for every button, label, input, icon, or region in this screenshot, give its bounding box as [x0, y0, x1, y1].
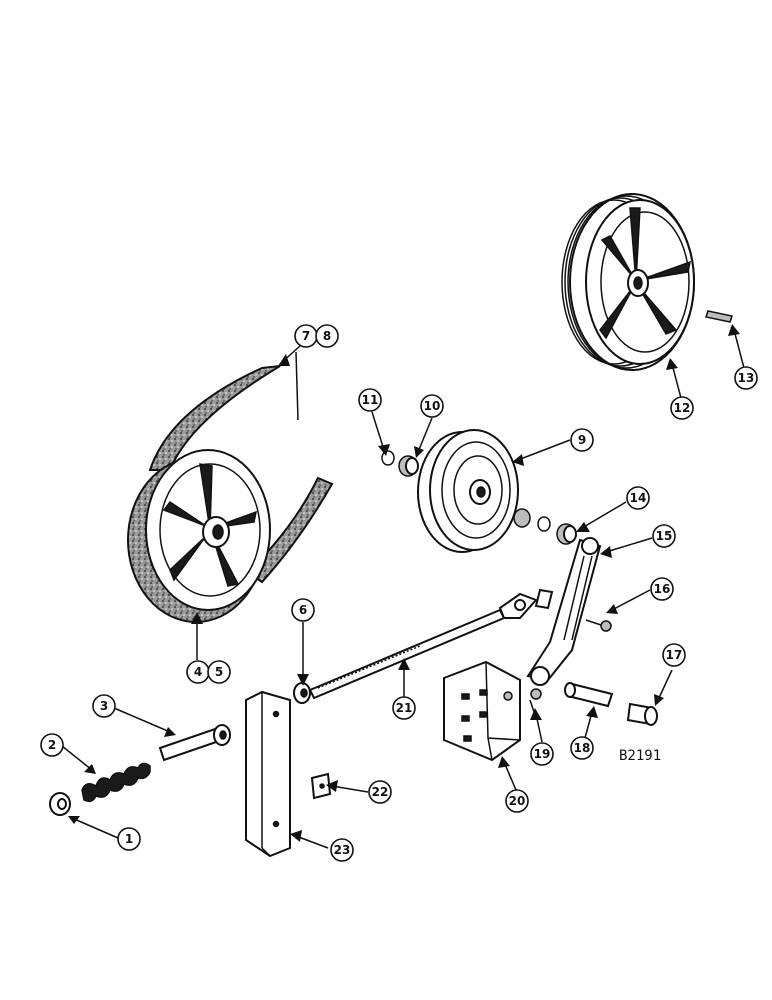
svg-text:13: 13 [738, 371, 755, 385]
svg-text:3: 3 [100, 699, 108, 713]
svg-text:6: 6 [299, 603, 307, 617]
svg-text:18: 18 [574, 741, 591, 755]
spring-pin [158, 724, 231, 762]
adjusting-nut [293, 682, 311, 704]
svg-text:1: 1 [125, 832, 133, 846]
main-drive-pulley [127, 449, 271, 623]
svg-text:9: 9 [578, 433, 586, 447]
tension-arm [526, 537, 602, 686]
svg-text:16: 16 [654, 582, 671, 596]
callout-19: 19 [530, 742, 554, 766]
figure-code: B2191 [619, 748, 661, 764]
callout-23: 23 [330, 838, 354, 862]
callout-16: 16 [650, 577, 674, 601]
svg-text:15: 15 [656, 529, 673, 543]
compression-spring [81, 762, 151, 803]
small-bolt [529, 688, 542, 713]
callout-7: 7 [294, 324, 318, 348]
tension-rod [308, 592, 538, 700]
key [705, 310, 733, 323]
svg-text:7: 7 [302, 329, 310, 343]
callout-5: 5 [207, 660, 231, 684]
bushing-right [513, 508, 531, 528]
callout-4: 4 [186, 660, 210, 684]
snap-ring-right [537, 516, 551, 532]
washer [49, 792, 71, 816]
callout-18: 18 [570, 736, 594, 760]
callout-12: 12 [670, 396, 694, 420]
idler-pulley [417, 429, 519, 553]
leader-lines [61, 324, 745, 849]
svg-text:23: 23 [334, 843, 351, 857]
bolt [585, 619, 612, 632]
callout-14: 14 [626, 486, 650, 510]
bushing-left [398, 455, 419, 477]
svg-text:4: 4 [194, 665, 202, 679]
pivot-sleeve [626, 702, 658, 726]
svg-text:8: 8 [323, 329, 331, 343]
callout-10: 10 [420, 394, 444, 418]
svg-text:11: 11 [362, 393, 379, 407]
callout-15: 15 [652, 524, 676, 548]
support-channel [245, 690, 291, 858]
callout-11: 11 [358, 388, 382, 412]
large-grooved-pulley [561, 193, 695, 371]
wear-plate [310, 772, 332, 800]
callout-6: 6 [291, 598, 315, 622]
svg-text:22: 22 [372, 785, 389, 799]
callout-1: 1 [117, 827, 141, 851]
svg-text:17: 17 [666, 648, 683, 662]
callout-8: 8 [315, 324, 339, 348]
callout-20: 20 [505, 789, 529, 813]
svg-text:12: 12 [674, 401, 691, 415]
mounting-bracket [443, 660, 521, 762]
svg-text:21: 21 [396, 701, 413, 715]
svg-text:20: 20 [509, 794, 526, 808]
snap-ring-left [381, 450, 395, 466]
svg-text:10: 10 [424, 399, 441, 413]
callout-17: 17 [662, 643, 686, 667]
pivot-pin [564, 682, 614, 708]
svg-text:14: 14 [630, 491, 647, 505]
callout-13: 13 [734, 366, 758, 390]
callout-2: 2 [40, 733, 64, 757]
callout-9: 9 [570, 428, 594, 452]
svg-text:2: 2 [48, 738, 56, 752]
spacer-bushing [556, 523, 577, 545]
callout-3: 3 [92, 694, 116, 718]
callout-22: 22 [368, 780, 392, 804]
callout-21: 21 [392, 696, 416, 720]
svg-text:5: 5 [215, 665, 223, 679]
svg-text:19: 19 [534, 747, 551, 761]
